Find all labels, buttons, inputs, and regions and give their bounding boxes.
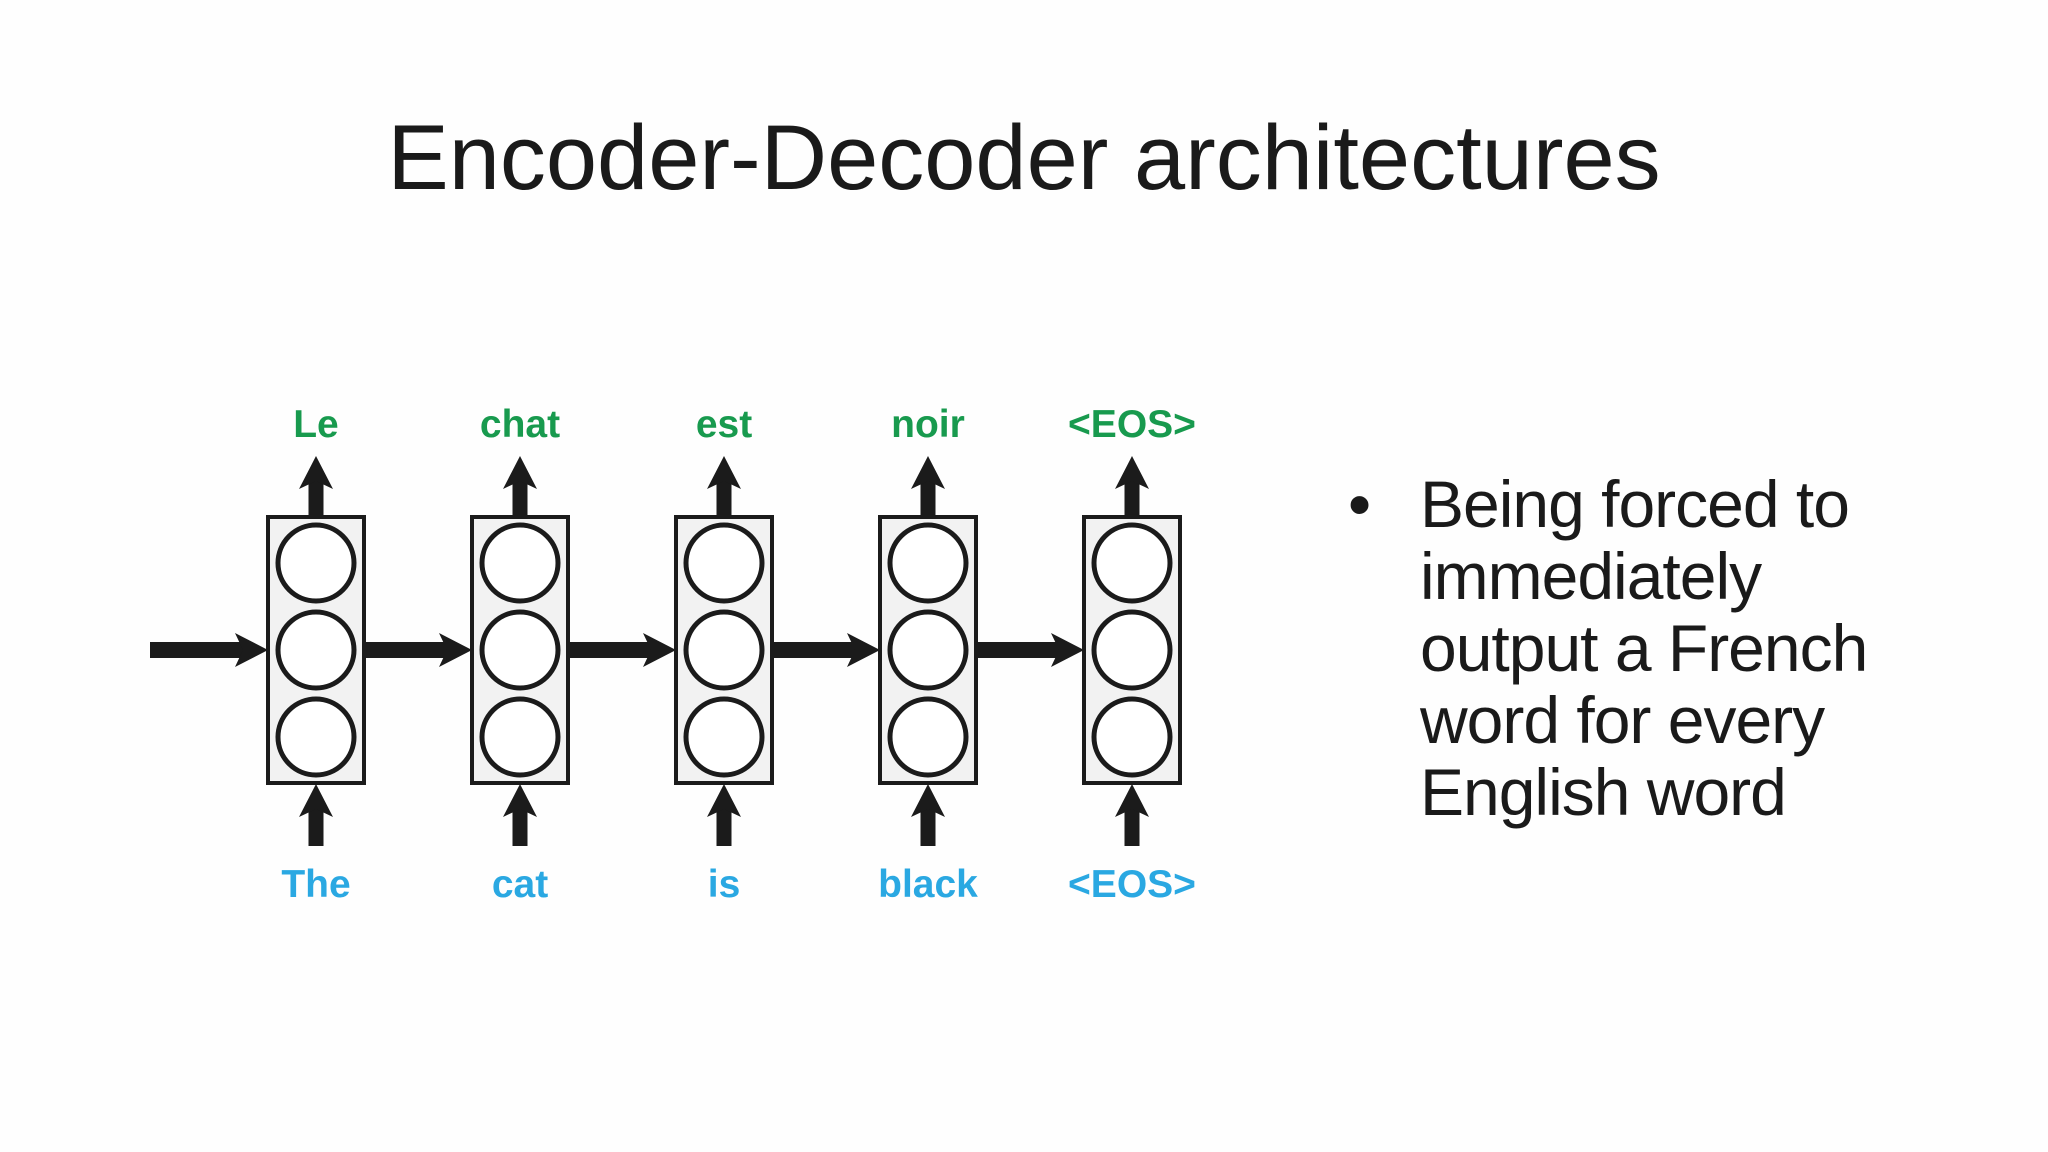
input-arrow-shaft xyxy=(512,809,528,846)
bullet-line: Being forced to xyxy=(1420,467,1850,541)
output-arrow-head xyxy=(299,456,333,489)
rnn-unit-circle xyxy=(887,522,969,604)
rnn-unit-circle xyxy=(1091,696,1173,778)
slide-title: Encoder-Decoder architectures xyxy=(387,107,1661,209)
bullet-line: word for every xyxy=(1420,683,1825,757)
input-arrow-shaft xyxy=(1124,809,1140,846)
output-word-label: noir xyxy=(891,403,965,446)
input-word-label: <EOS> xyxy=(1068,863,1196,906)
input-word-label: black xyxy=(878,863,978,906)
output-arrow-head xyxy=(1115,456,1149,489)
input-arrow-head xyxy=(1115,784,1149,817)
output-arrow-shaft xyxy=(716,481,732,518)
rnn-unit-circle xyxy=(275,609,357,691)
hidden-state-arrow-shaft xyxy=(976,642,1059,658)
output-word-label: Le xyxy=(293,403,339,446)
hidden-state-arrow-head xyxy=(1051,633,1084,667)
rnn-unit-circle xyxy=(887,696,969,778)
input-word-label: cat xyxy=(492,863,548,906)
rnn-unit-circle xyxy=(683,522,765,604)
output-arrow-shaft xyxy=(920,481,936,518)
rnn-unit-circle xyxy=(275,696,357,778)
bullet-line: English word xyxy=(1420,755,1787,829)
input-arrow-shaft xyxy=(308,809,324,846)
rnn-unit-circle xyxy=(479,696,561,778)
input-arrow-shaft xyxy=(920,809,936,846)
output-arrow-shaft xyxy=(308,481,324,518)
rnn-unit-circle xyxy=(1091,522,1173,604)
input-arrow-head xyxy=(911,784,945,817)
output-arrow-head xyxy=(911,456,945,489)
hidden-state-arrow-head xyxy=(439,633,472,667)
hidden-state-arrow-shaft xyxy=(568,642,651,658)
rnn-unit-circle xyxy=(683,696,765,778)
context-in-arrow-shaft xyxy=(150,642,243,658)
rnn-unit-circle xyxy=(479,522,561,604)
input-word-label: The xyxy=(281,863,350,906)
output-arrow-shaft xyxy=(512,481,528,518)
bullet-text: Being forced to immediately output a Fre… xyxy=(1420,467,1868,829)
bullet-line: immediately xyxy=(1420,539,1762,613)
rnn-unit-circle xyxy=(683,609,765,691)
rnn-unit-circle xyxy=(275,522,357,604)
hidden-state-arrow-head xyxy=(643,633,676,667)
bullet-item: • Being forced to immediately output a F… xyxy=(1348,467,1868,829)
rnn-unit-circle xyxy=(479,609,561,691)
output-arrow-shaft xyxy=(1124,481,1140,518)
rnn-unit-circle xyxy=(1091,609,1173,691)
input-word-label: is xyxy=(708,863,741,906)
hidden-state-arrow-head xyxy=(847,633,880,667)
input-arrow-shaft xyxy=(716,809,732,846)
input-arrow-head xyxy=(503,784,537,817)
context-in-arrow-head xyxy=(235,633,268,667)
output-arrow-head xyxy=(707,456,741,489)
rnn-unit-circle xyxy=(887,609,969,691)
output-arrow-head xyxy=(503,456,537,489)
input-arrow-head xyxy=(299,784,333,817)
hidden-state-arrow-shaft xyxy=(772,642,855,658)
output-word-label: <EOS> xyxy=(1068,403,1196,446)
output-word-label: est xyxy=(696,403,752,446)
output-word-label: chat xyxy=(480,403,560,446)
input-arrow-head xyxy=(707,784,741,817)
hidden-state-arrow-shaft xyxy=(364,642,447,658)
bullet-marker: • xyxy=(1348,467,1372,541)
bullet-line: output a French xyxy=(1420,611,1868,685)
